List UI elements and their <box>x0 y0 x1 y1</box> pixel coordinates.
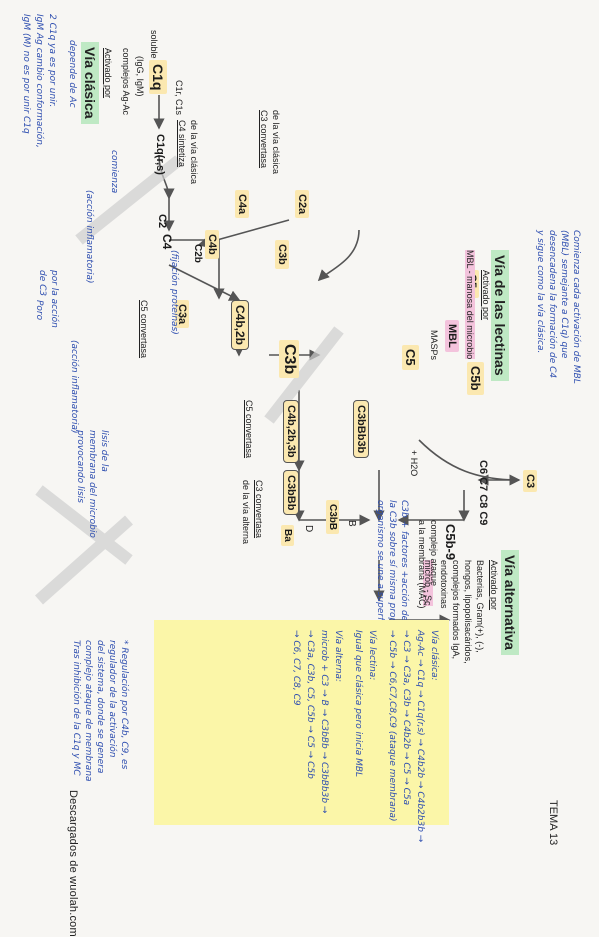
cmp-node: C5b-9 <box>443 524 458 561</box>
lectinas-title: Vía de las lectinas <box>490 250 509 381</box>
lectinas-mbl-label: MBL - manosa del microbio <box>464 250 475 360</box>
summary-line: → C3 → C3a, C3b → C4b2b → C5 → C5a <box>401 630 411 806</box>
por-accion-label: por la acción <box>49 270 59 328</box>
c4b2b3b-node: C4b,2b,3b <box>283 400 299 463</box>
c1q-full-node: C1q(r,s) <box>154 134 166 175</box>
lisis-1: lisis de la <box>99 430 109 472</box>
scan-artifact <box>35 515 133 605</box>
watermark: Descargados de wuolah.com <box>67 790 79 937</box>
mbl-node: MBL <box>445 320 459 352</box>
footnote-4: complejo ataque de membrana <box>83 640 93 782</box>
h2o-label: + H2O <box>409 450 419 477</box>
c5-convertasa-label: C5 convertasa <box>139 300 149 359</box>
summary-line: Vía alterna: <box>333 630 343 683</box>
c3-convertasa-clasica: C3 convertasa <box>259 110 269 169</box>
c1q-node: C1q <box>149 60 167 95</box>
c3b-note-1: C3b + factores +acción de <box>399 500 409 622</box>
c2-node: C2 <box>156 214 168 229</box>
header-note-3: 2 C1q ya es por unir. <box>47 14 57 108</box>
summary-line: Vía clásica: <box>429 630 439 681</box>
lectinas-activado: Activado por <box>481 270 491 321</box>
alternativa-b2: hongos, lipopolisacáridos, <box>463 560 473 664</box>
masp-label: MASPs <box>429 330 439 361</box>
complejo-ataque: complejo ataque <box>429 520 439 587</box>
summary-line: Ag-Ac → C1q → C1q(r,s) → C4b2b → C4b2b3b… <box>415 630 425 843</box>
footnote-2: regulador de la activación <box>107 640 117 758</box>
c5b-node: C5b <box>467 362 484 395</box>
c4b2b-node: C4b,2b <box>231 300 249 351</box>
clasica-isotipos: (IgG, IgM) <box>135 56 145 97</box>
header-note-2: IgM Ag cambio conformación, <box>34 14 44 148</box>
lectinas-note-4: y sigue como la vía clásica. <box>535 230 545 354</box>
summary-line: Igual que clásica pero inicia MBL <box>353 630 363 778</box>
depende-label: depende de Ac <box>67 40 77 108</box>
c3b-big-node: C3b <box>279 340 299 379</box>
lectinas-note-3: desencadena la formación de C4 <box>547 230 557 379</box>
summary-line: → C5b → C6,C7,C8,C9 (ataque membrana) <box>387 630 397 822</box>
c1r-c1s-label: C1r, C1s <box>174 80 184 116</box>
c6789-label: C6 C7 C8 C9 <box>477 460 489 526</box>
c2a-node: C2a <box>295 190 309 219</box>
summary-line: microb + C3 → B → C3bBb → C3bBb3b → <box>319 630 329 814</box>
scan-artifact <box>35 485 133 565</box>
c3bbb3b-node: C3bBb3b <box>353 400 369 459</box>
c4-sintetiza: C4 sintetiza <box>177 120 187 168</box>
summary-line: Vía lectina: <box>367 630 377 681</box>
alternativa-b1: Bacterias, Gram(+), (-), <box>475 560 485 653</box>
c3b-node: C3b <box>275 240 289 269</box>
poro-label: Poro <box>34 300 44 321</box>
lisis-3: provocando lisis <box>75 430 85 503</box>
arrow-lectin-masp <box>317 229 360 282</box>
clasica-complejos: complejos Ag-Ac <box>121 48 131 116</box>
footnote-3: del sistema, donde se genera <box>95 640 105 774</box>
alternativa-activado: Activado por <box>489 560 499 611</box>
b-label: B <box>346 520 357 527</box>
scanned-page: IgM (M) no es por unir C1q IgM Ag cambio… <box>21 14 581 937</box>
c5-convertasa-alt: C5 convertasa <box>244 400 254 459</box>
c3bbb-node: C3bBb <box>283 470 299 516</box>
c4b-node: C4b <box>205 230 219 259</box>
arrow-c2 <box>168 264 241 301</box>
landscape-content: IgM (M) no es por unir C1q IgM Ag cambio… <box>21 14 581 937</box>
c3bb-node: C3bB <box>326 500 339 535</box>
scan-artifact <box>75 155 183 245</box>
page-number: TEMA 13 <box>547 800 559 846</box>
summary-line: → C6, C7, C8, C9 <box>291 630 301 706</box>
alternativa-title: Vía alternativa <box>500 550 519 655</box>
clasica-activado: Activado por <box>103 48 113 99</box>
soluble-label: soluble <box>149 30 159 59</box>
de-via-clasica: de la vía clásica <box>189 120 199 185</box>
d-label: D <box>303 525 314 533</box>
watermark-text: Descargados de wuolah.com <box>67 790 79 937</box>
membrana-label: a la membrana (MAC) <box>417 520 427 609</box>
opsonizacion-label: (fijación proteínas) <box>169 250 179 335</box>
lectinas-note-2: (MBL) semejante a C1q) que <box>559 230 569 359</box>
c3-alt-node: C3 <box>523 470 537 493</box>
summary-note: Vía clásica: Ag-Ac → C1q → C1q(r,s) → C4… <box>154 620 449 842</box>
arrow-alt-c3 <box>418 439 521 486</box>
anafilatoxina-label: (acción inflamatoria) <box>84 190 94 284</box>
de-la-via-clasica: de la vía clásica <box>271 110 281 175</box>
comienza-label: comienza <box>109 150 119 194</box>
c3-convertasa-alt: C3 convertasa <box>254 480 264 539</box>
c2b-node: C2b <box>192 244 203 263</box>
summary-line: → C3a, C3b, C5, C5b → C5 → C5b <box>305 630 315 779</box>
lectinas-note-1: Comienza cada activación de MBL <box>571 230 581 384</box>
scan-artifact <box>264 326 344 424</box>
c4a-node: C4a <box>235 190 249 219</box>
clasica-title: Vía clásica <box>80 42 99 124</box>
alternativa-b3: complejos formados IgA, <box>451 560 461 660</box>
alternativa-b4: endotoxinas <box>439 560 449 609</box>
footnote-1: * Regulación por C4b, C9, es <box>119 640 129 770</box>
ba-node: Ba <box>281 525 294 546</box>
de-c3-label: de C3 <box>37 270 47 297</box>
header-note-1: IgM (M) no es por unir C1q <box>21 14 31 134</box>
inflamacion-label: (acción inflamatoria) <box>69 340 79 434</box>
lisis-2: membrana del microbio <box>87 430 97 538</box>
de-via-alt: de la vía alterna <box>241 480 251 545</box>
c5-node: C5 <box>402 345 419 370</box>
footnote-5: Tras inhibición de la C1q y MC <box>71 640 81 776</box>
